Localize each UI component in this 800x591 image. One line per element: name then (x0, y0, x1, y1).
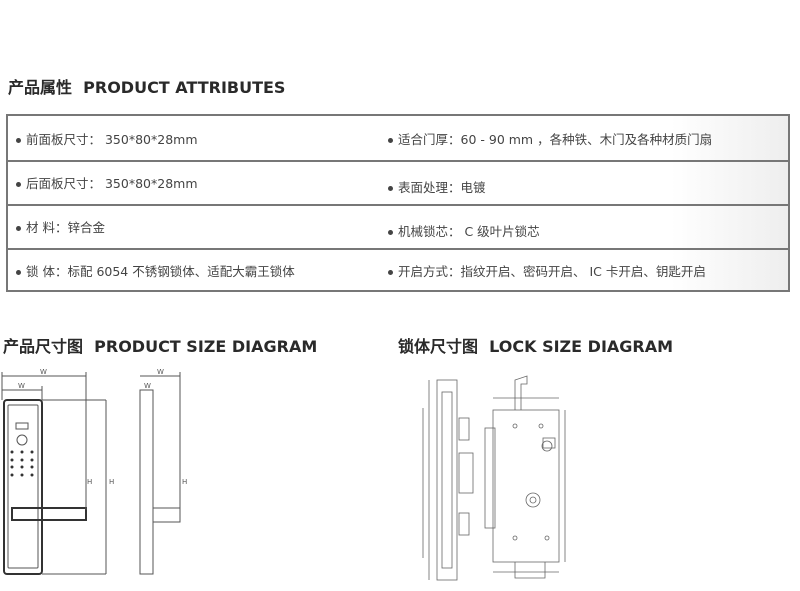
attribute-text: 材 料：锌合金 (26, 220, 105, 235)
height-label: H (109, 478, 114, 486)
width-label: W (144, 382, 151, 390)
bullet-icon (388, 270, 393, 275)
attributes-table: 前面板尺寸： 350*80*28mm 适合门厚：60 - 90 mm ，各种铁、… (6, 114, 790, 292)
attribute-lock-body: 锁 体：标配 6054 不锈钢锁体、适配大霸王锁体 (16, 261, 295, 280)
bullet-icon (388, 138, 393, 143)
bullet-icon (16, 226, 21, 231)
attribute-unlock-methods: 开启方式：指纹开启、密码开启、 IC 卡开启、钥匙开启 (388, 261, 706, 280)
table-row: 锁 体：标配 6054 不锈钢锁体、适配大霸王锁体 开启方式：指纹开启、密码开启… (8, 248, 788, 292)
width-label: W (157, 368, 164, 376)
attribute-text: 表面处理：电镀 (398, 180, 486, 195)
product-size-heading: 产品尺寸图 PRODUCT SIZE DIAGRAM (3, 337, 318, 356)
width-label: W (18, 382, 25, 390)
height-label: H (87, 478, 92, 486)
bullet-icon (16, 138, 21, 143)
attribute-text: 后面板尺寸： 350*80*28mm (26, 176, 198, 191)
attribute-cylinder: 机械锁芯： C 级叶片锁芯 (388, 221, 540, 240)
attribute-door-thickness: 适合门厚：60 - 90 mm ，各种铁、木门及各种材质门扇 (388, 129, 712, 148)
attribute-text: 开启方式：指纹开启、密码开启、 IC 卡开启、钥匙开启 (398, 264, 706, 279)
attribute-front-panel: 前面板尺寸： 350*80*28mm (16, 129, 198, 148)
attribute-text: 前面板尺寸： 350*80*28mm (26, 132, 198, 147)
side-panel-drawing (139, 372, 181, 575)
attribute-back-panel: 后面板尺寸： 350*80*28mm (16, 173, 198, 192)
bullet-icon (388, 186, 393, 191)
attribute-material: 材 料：锌合金 (16, 217, 105, 236)
height-label: H (182, 478, 187, 486)
product-attributes-heading: 产品属性 PRODUCT ATTRIBUTES (8, 78, 286, 97)
bullet-icon (388, 230, 393, 235)
attribute-text: 机械锁芯： C 级叶片锁芯 (398, 224, 540, 239)
table-row: 前面板尺寸： 350*80*28mm 适合门厚：60 - 90 mm ，各种铁、… (8, 116, 788, 162)
attribute-surface: 表面处理：电镀 (388, 177, 486, 196)
product-size-drawing: W W H H W W H (1, 368, 187, 575)
lock-size-drawing (422, 375, 566, 581)
lock-size-heading: 锁体尺寸图 LOCK SIZE DIAGRAM (398, 337, 674, 356)
lock-case (492, 409, 560, 563)
table-row: 材 料：锌合金 机械锁芯： C 级叶片锁芯 (8, 204, 788, 250)
attribute-text: 适合门厚：60 - 90 mm ，各种铁、木门及各种材质门扇 (398, 132, 713, 147)
front-panel-drawing (1, 372, 107, 575)
attribute-text: 锁 体：标配 6054 不锈钢锁体、适配大霸王锁体 (26, 264, 295, 279)
faceplate (436, 379, 458, 581)
table-row: 后面板尺寸： 350*80*28mm 表面处理：电镀 (8, 160, 788, 206)
width-label: W (40, 368, 47, 376)
bullet-icon (16, 270, 21, 275)
bullet-icon (16, 182, 21, 187)
keypad (10, 450, 34, 477)
